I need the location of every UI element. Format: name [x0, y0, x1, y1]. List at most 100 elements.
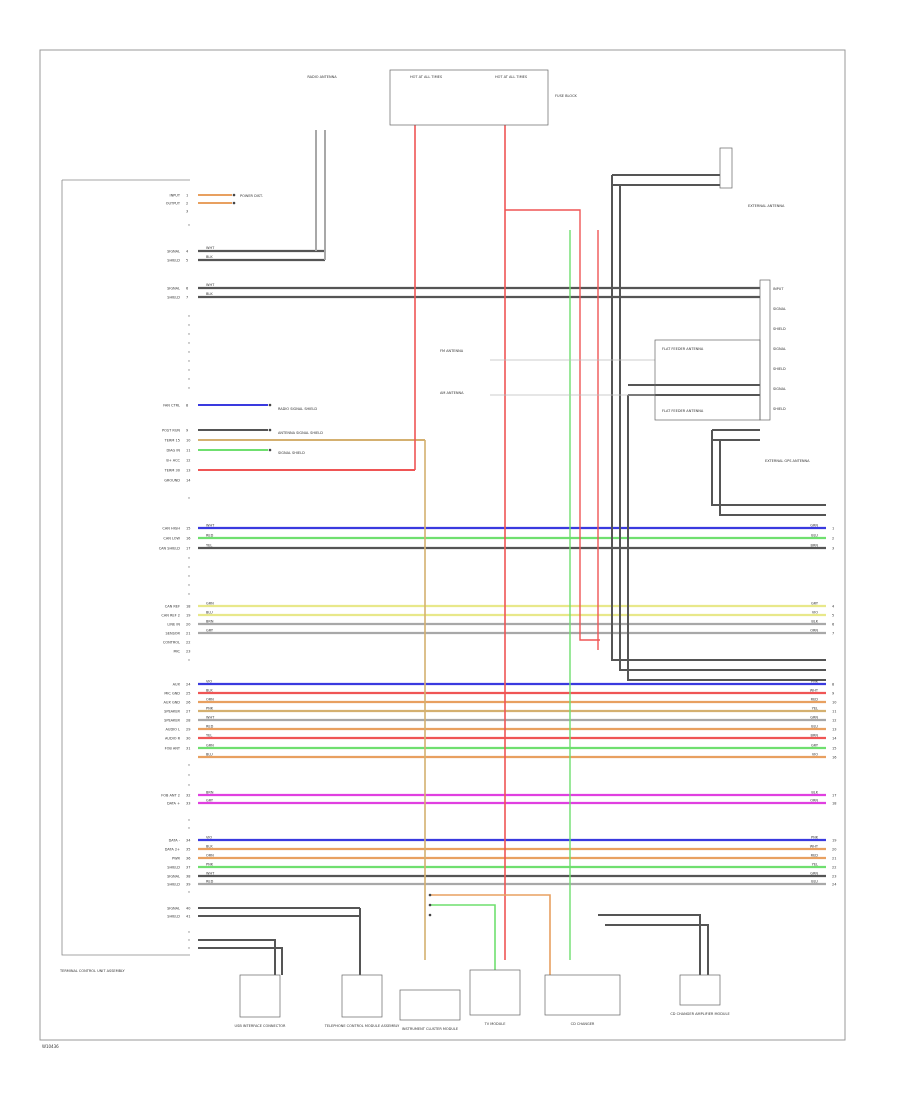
- component-label-usb: USB INTERFACE CONNECTOR: [235, 1024, 287, 1028]
- module-pin-number: 21: [186, 632, 190, 636]
- connector-pin-number: 3: [832, 547, 834, 551]
- external-antenna-label: EXTERNAL ANTENNA: [748, 204, 785, 208]
- fuse-block: [389, 69, 549, 126]
- module-pin-number: 10: [186, 439, 190, 443]
- module-pin-number: 5: [186, 259, 188, 263]
- module-pin-number: 13: [186, 469, 190, 473]
- wire-color-code: YEL: [812, 707, 818, 711]
- connector-pin-number: 18: [832, 802, 836, 806]
- wire-color-code: GRN: [810, 716, 818, 720]
- connector-pin-number: 10: [832, 701, 836, 705]
- component-layer: [188, 69, 771, 1021]
- radio-antenna-label: RADIO ANTENNA: [307, 75, 337, 79]
- junction-dot: [428, 893, 432, 897]
- empty-pin-marker: [188, 324, 190, 326]
- ext-antenna-run: [611, 175, 826, 661]
- module-pin-number: 38: [186, 875, 190, 879]
- empty-pin-marker: [188, 947, 190, 949]
- empty-pin-marker: [188, 931, 190, 933]
- cd-amp-run: [598, 914, 701, 975]
- component-cd_amp: [679, 974, 721, 1006]
- empty-pin-marker: [188, 566, 190, 568]
- wire-color-code: BLK: [206, 689, 213, 693]
- flat-feeder-antenna-box: [654, 339, 761, 421]
- module-pin-label: LINE IN: [167, 623, 180, 627]
- module-pin-label: TERM 15: [164, 439, 180, 443]
- cd-amp-run: [605, 924, 709, 975]
- connector-pin-number: 21: [832, 857, 836, 861]
- module-pin-label: SENSOR: [166, 632, 181, 636]
- junction-dot: [268, 448, 272, 452]
- diagram-frame: [39, 49, 846, 1041]
- module-pin-number: 24: [186, 683, 191, 687]
- wire-color-code: BLK: [811, 791, 818, 795]
- gps-run: [711, 430, 826, 506]
- module-bracket: [61, 180, 190, 956]
- module-pin-number: 1: [186, 194, 188, 198]
- fuse-b-label: HOT AT ALL TIMES: [495, 75, 528, 79]
- junction-dot: [232, 201, 236, 205]
- empty-pin-marker: [188, 497, 190, 499]
- module-pin-number: 41: [186, 915, 190, 919]
- component-label-instrument: INSTRUMENT CLUSTER MODULE: [402, 1027, 458, 1031]
- empty-pin-marker: [188, 342, 190, 344]
- connector-pin-number: 15: [832, 747, 836, 751]
- flat-feeder-label-1: FLAT FEEDER ANTENNA: [662, 347, 704, 351]
- module-pin-label: AUDIO R: [165, 737, 181, 741]
- wire-color-code: ORN: [810, 799, 818, 803]
- connector-pin-number: 5: [832, 614, 834, 618]
- connector-pin-number: 8: [832, 683, 834, 687]
- wire-color-code: GRN: [810, 872, 818, 876]
- connector-pin-number: 24: [832, 883, 837, 887]
- junction-dot: [268, 428, 272, 432]
- junction-dot: [268, 403, 272, 407]
- wire-color-code: VIO: [206, 836, 212, 840]
- wire-color-code: VIO: [812, 753, 818, 757]
- wire-color-code: PNK: [206, 707, 214, 711]
- feeder-run: [627, 395, 826, 681]
- empty-pin-marker: [188, 224, 190, 226]
- wire-color-code: WHT: [206, 246, 215, 250]
- wire-color-code: YEL: [206, 544, 212, 548]
- wire-color-code: BLU: [811, 880, 818, 884]
- flat-feeder-label-2: FLAT FEEDER ANTENNA: [662, 409, 704, 413]
- empty-pin-marker: [188, 575, 190, 577]
- empty-pin-marker: [188, 387, 190, 389]
- module-pin-number: 33: [186, 802, 190, 806]
- bottom-riser: [198, 939, 276, 975]
- module-pin-number: 7: [186, 296, 188, 300]
- module-pin-number: 25: [186, 692, 190, 696]
- module-pin-label: FOB ANT: [165, 747, 181, 751]
- connector-pin-number: 4: [832, 605, 835, 609]
- module-pin-label: DATA +: [167, 802, 180, 806]
- module-pin-label: DATA 2+: [165, 848, 180, 852]
- module-pin-label: CAN REF: [165, 605, 180, 609]
- bottom-green: [430, 904, 496, 970]
- junction-dot: [232, 193, 236, 197]
- wire-color-code: BLK: [811, 620, 818, 624]
- empty-pin-marker: [188, 333, 190, 335]
- wire-color-code: BRN: [811, 544, 819, 548]
- empty-pin-marker: [188, 764, 190, 766]
- connector-pin-number: 2: [832, 537, 834, 541]
- module-pin-number: 31: [186, 747, 190, 751]
- wire-color-code: YEL: [206, 734, 212, 738]
- wire-color-code: WHT: [810, 845, 819, 849]
- module-pin-label: SIGNAL: [167, 250, 180, 254]
- connector-pin-number: 22: [832, 866, 836, 870]
- connector-pin-number: 9: [832, 692, 834, 696]
- wire-color-code: ORN: [810, 629, 818, 633]
- module-pin-number: 27: [186, 710, 190, 714]
- component-tv_module: [469, 969, 521, 1016]
- connector-pin-number: 7: [832, 632, 834, 636]
- module-pin-label: CONTROL: [163, 641, 180, 645]
- wire-color-code: WHT: [206, 283, 215, 287]
- right-connector-pin: SHIELD: [773, 407, 786, 411]
- empty-pin-marker: [188, 819, 190, 821]
- wire-color-code: BLU: [811, 725, 818, 729]
- connector-pin-number: 20: [832, 848, 836, 852]
- module-pin-number: 40: [186, 907, 190, 911]
- wire-color-code: BRN: [206, 791, 214, 795]
